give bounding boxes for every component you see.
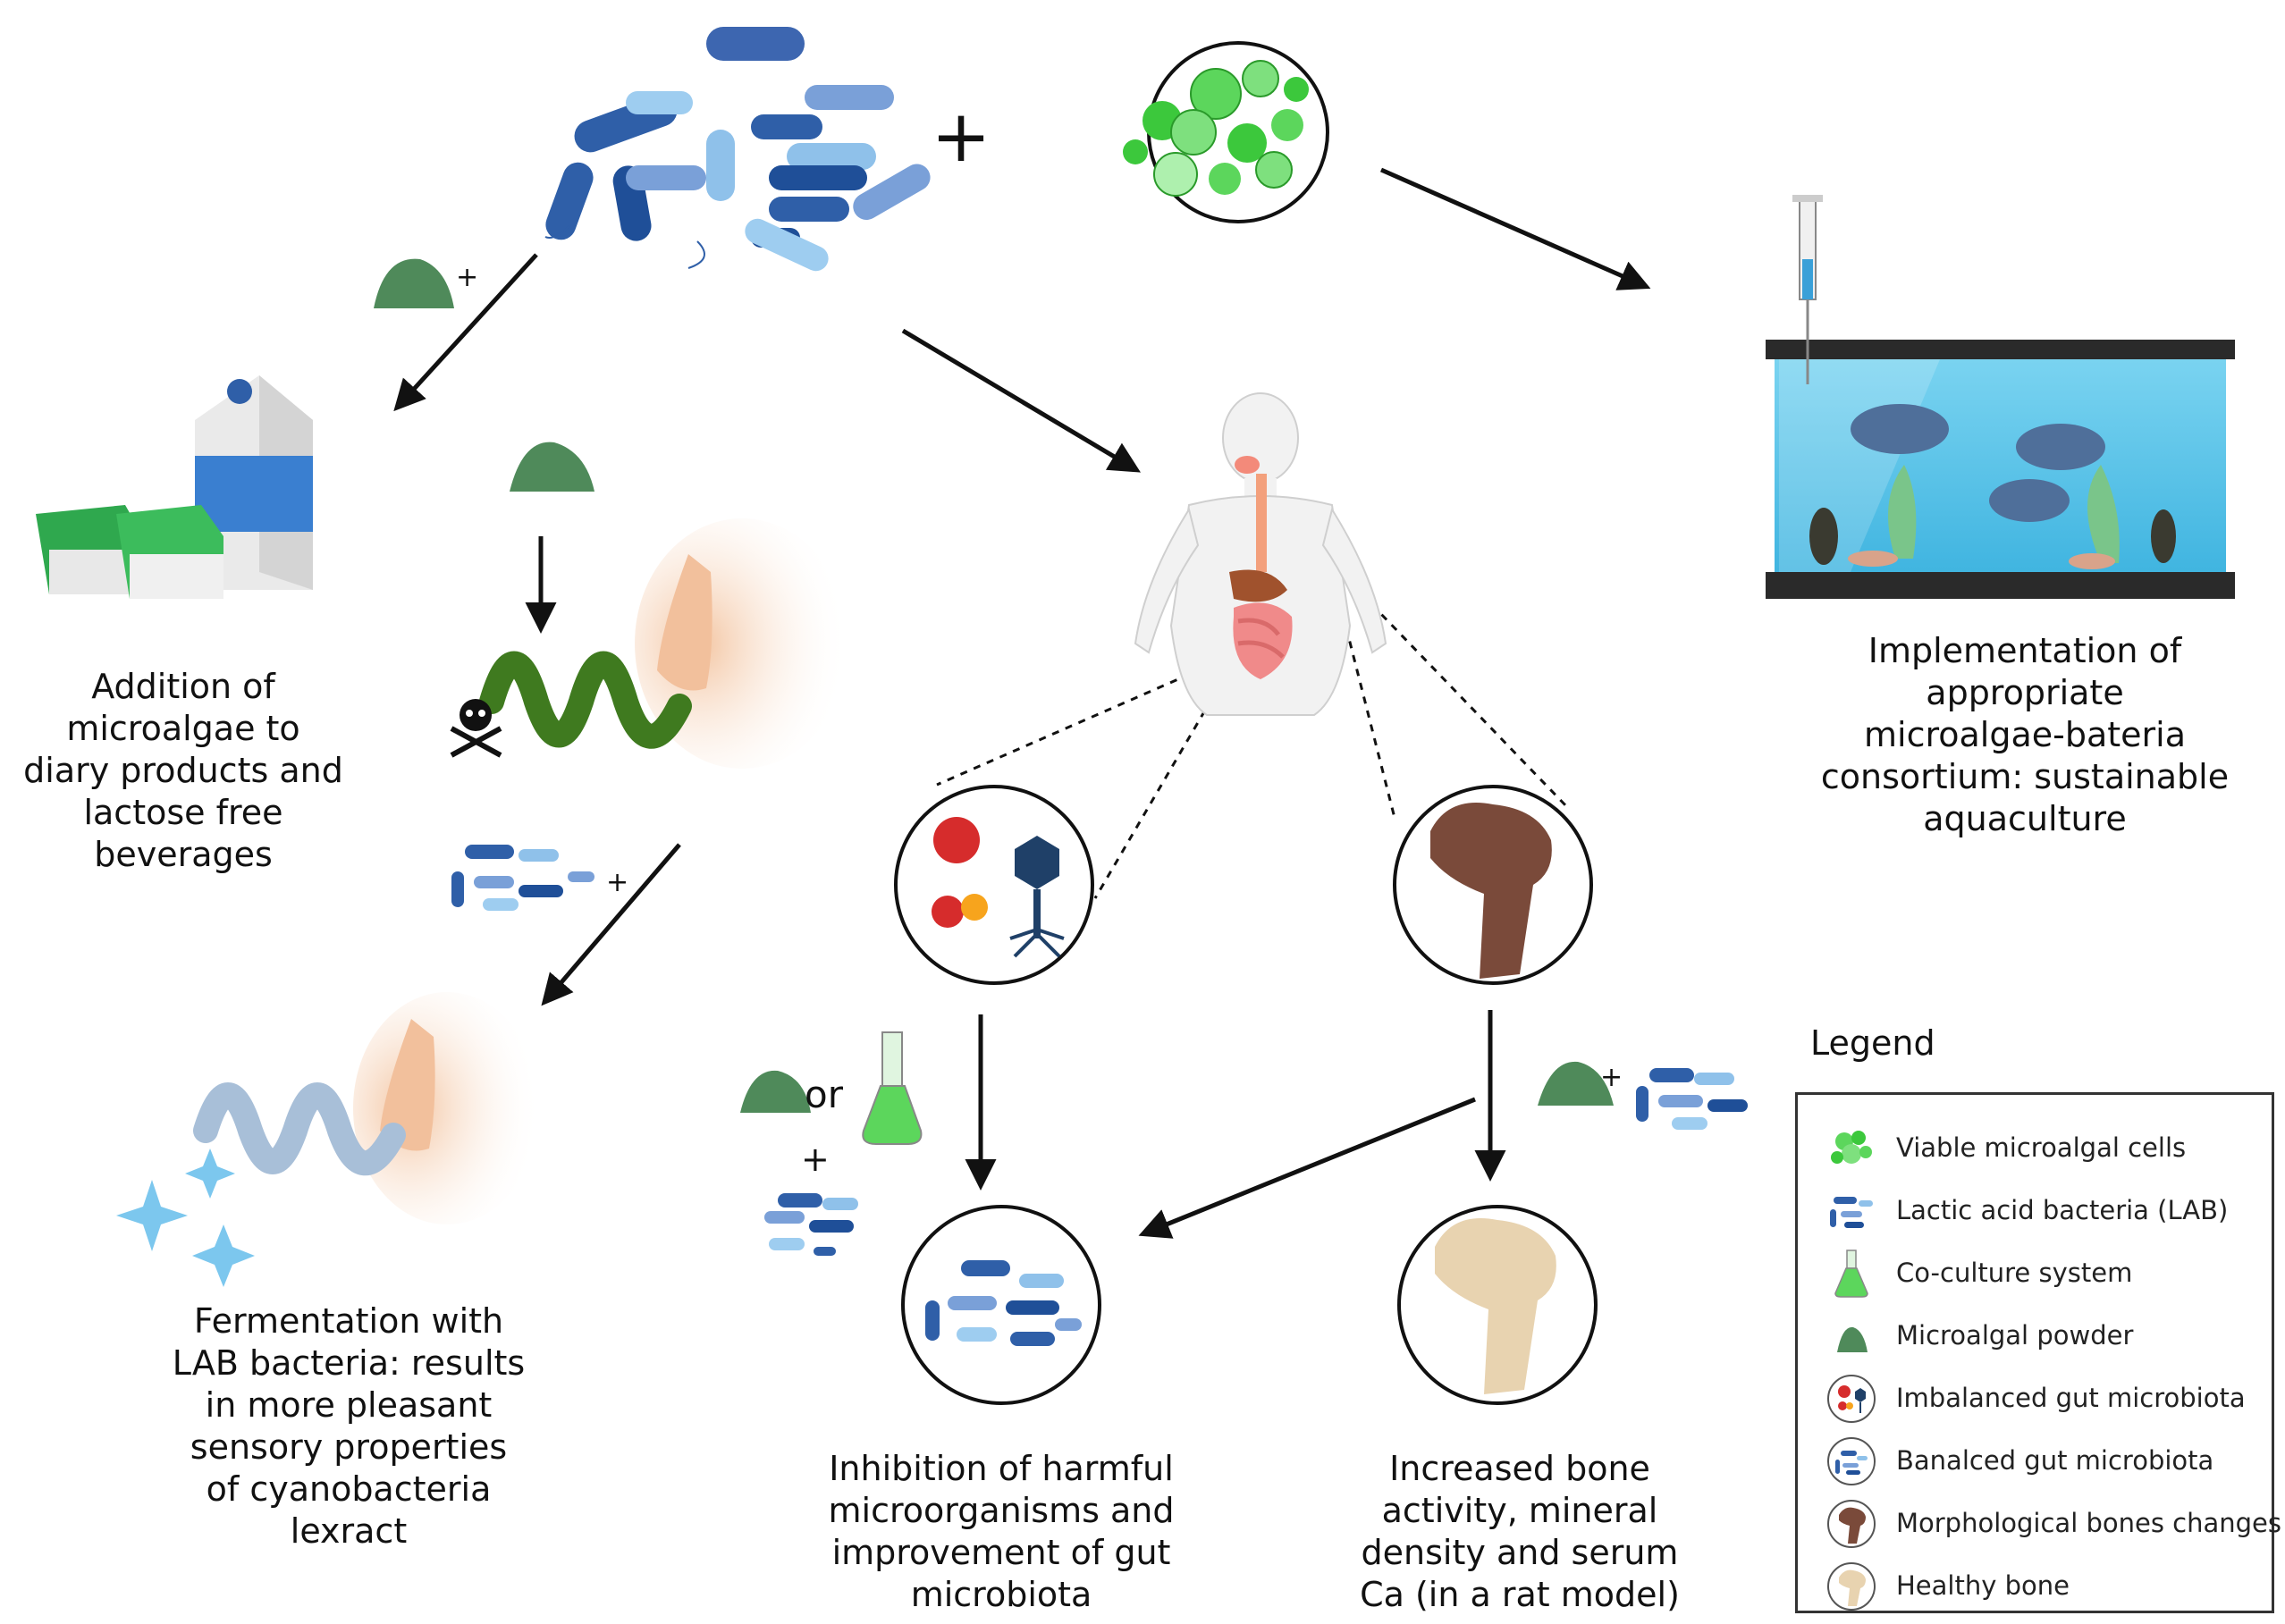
plus-sign-bone: + <box>1600 1062 1623 1093</box>
legend-item-damaged-bone: Morphological bones changes <box>1896 1508 2282 1538</box>
plus-sign-dairy: + <box>456 262 478 293</box>
arrow-to-dairy <box>393 253 538 412</box>
caption-bone: Increased bone activity, mineral density… <box>1360 1449 1680 1614</box>
arrow-to-fermentation <box>541 843 681 1006</box>
powder-pile-icon <box>374 258 454 308</box>
dairy-products-illustration <box>36 375 313 599</box>
microalgal-cells-icon <box>1831 1131 1872 1164</box>
aquarium-illustration <box>1766 340 2235 599</box>
lab-bacteria-icon <box>764 1193 858 1256</box>
skull-crossbones-icon <box>450 699 502 758</box>
arrow-bone-to-gut <box>1138 1097 1476 1239</box>
legend-item-balanced: Banalced gut microbiota <box>1896 1445 2214 1476</box>
powder-pile-icon <box>1837 1326 1868 1352</box>
bacteria-cluster <box>544 27 931 272</box>
caption-gut: Inhibition of harmful microorganisms and… <box>828 1449 1175 1614</box>
or-label: or <box>805 1073 843 1116</box>
legend-item-viable-cells: Viable microalgal cells <box>1896 1132 2187 1163</box>
caption-aquaculture: Implementation of appropriate microalgae… <box>1820 631 2230 838</box>
powder-pile-icon <box>510 442 594 492</box>
lab-bacteria-icon <box>1636 1068 1748 1130</box>
legend-item-coculture: Co-culture system <box>1896 1258 2133 1288</box>
legend-box: Viable microalgal cells Lactic acid bact… <box>1795 1092 2281 1613</box>
legend-item-powder: Microalgal powder <box>1896 1320 2134 1351</box>
imbalanced-microbiota-icon <box>1827 1375 1876 1423</box>
arrow-to-human <box>901 328 1142 473</box>
arrow-to-aquarium <box>1379 167 1651 290</box>
healthy-bone-circle <box>1397 1205 1598 1405</box>
microalgae-circle <box>1123 41 1329 223</box>
caption-fermentation: Fermentation with LAB bacteria: results … <box>172 1301 526 1551</box>
damaged-bone-circle <box>1393 785 1593 985</box>
imbalanced-microbiota-circle <box>894 785 1094 985</box>
lab-bacteria-icon <box>451 845 594 911</box>
flow-arrows <box>393 167 1651 1239</box>
powder-pile-icon <box>1538 1061 1614 1106</box>
plus-sign-coculture: + <box>801 1140 830 1179</box>
damaged-bone-icon <box>1827 1500 1876 1548</box>
plus-sign-top: + <box>931 95 991 178</box>
legend-item-lab: Lactic acid bacteria (LAB) <box>1896 1195 2229 1225</box>
powder-pile-icon <box>740 1070 811 1113</box>
legend-item-imbalanced: Imbalanced gut microbiota <box>1896 1383 2246 1413</box>
legend-item-healthy-bone: Healthy bone <box>1896 1570 2070 1601</box>
balanced-microbiota-circle <box>901 1205 1101 1405</box>
spirulina-smell-illustration <box>479 518 849 769</box>
legend-title: Legend <box>1810 1023 1935 1063</box>
flask-icon <box>862 1031 923 1145</box>
healthy-bone-icon <box>1827 1562 1876 1611</box>
pleasant-smell-illustration <box>116 992 541 1287</box>
balanced-microbiota-icon <box>1827 1437 1876 1485</box>
plus-sign-fermentation: + <box>606 867 628 898</box>
caption-dairy: Addition of microalgae to diary products… <box>23 667 343 874</box>
lab-bacteria-icon <box>1830 1197 1873 1228</box>
human-body-illustration <box>1134 392 1387 716</box>
flask-icon <box>1834 1250 1868 1298</box>
syringe-icon <box>1792 195 1823 384</box>
